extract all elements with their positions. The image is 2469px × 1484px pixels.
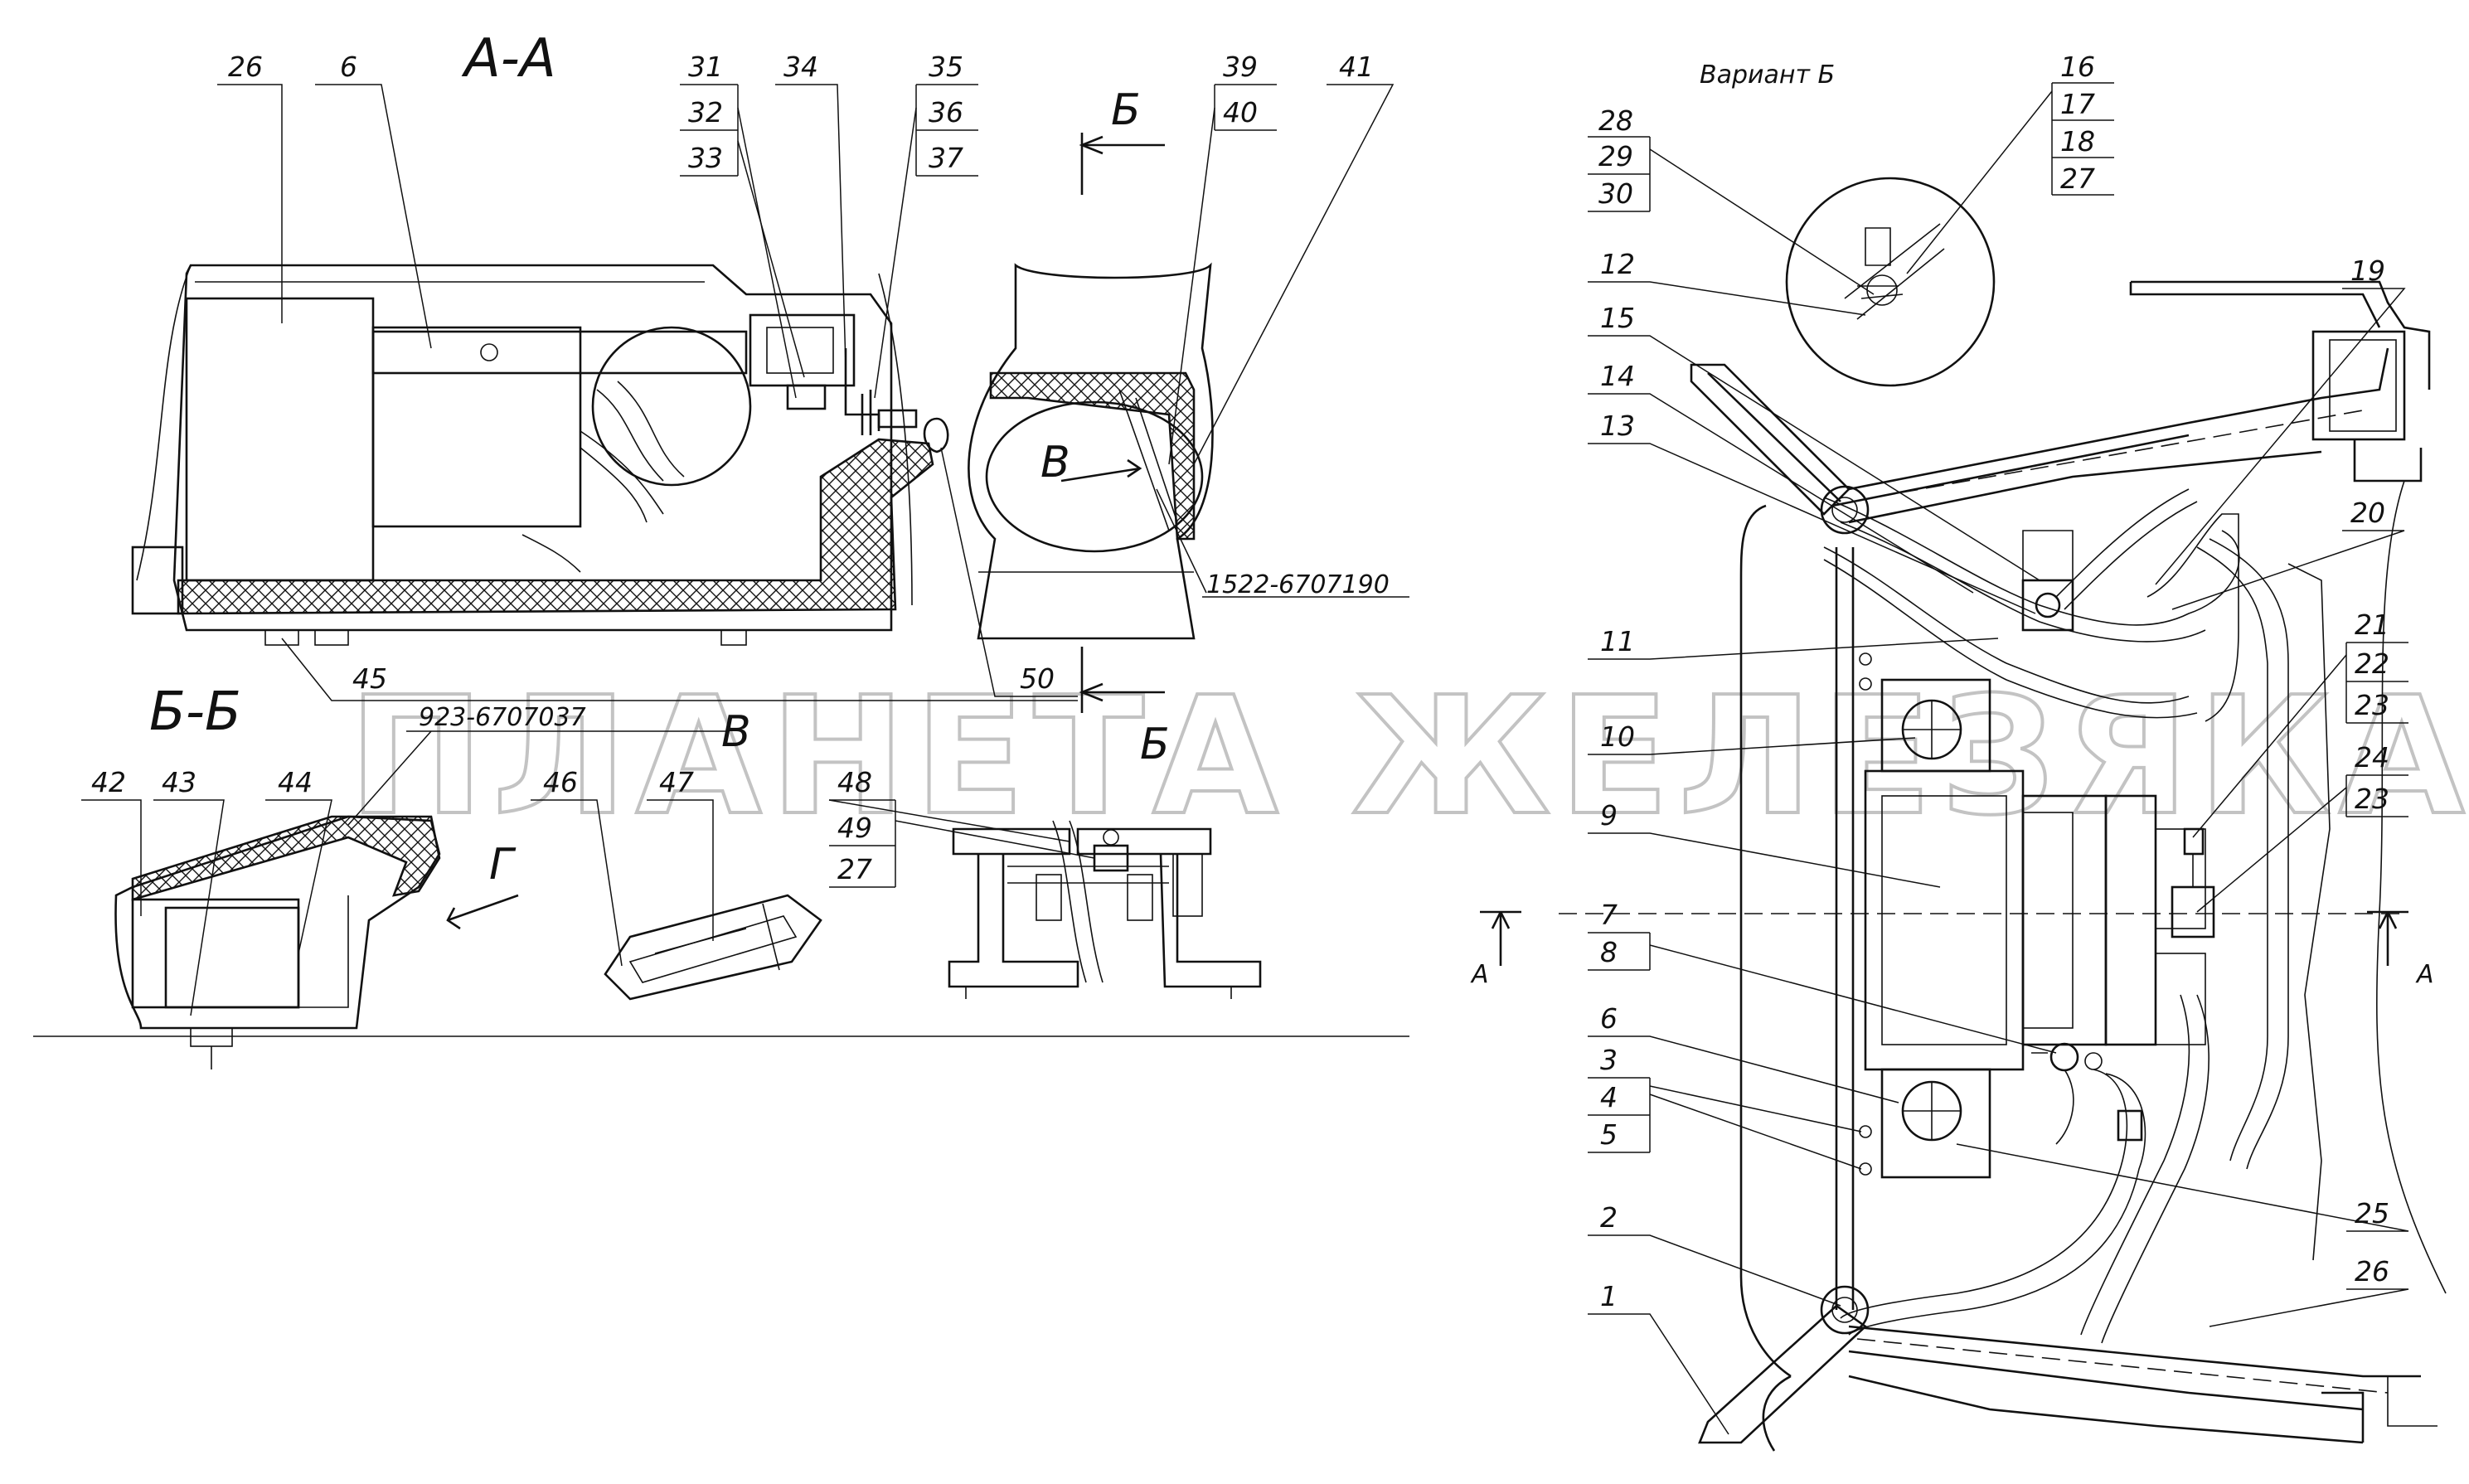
label-15: 15 [1600,302,1635,334]
view-v-title: В [721,707,751,757]
callout-labels: 26 6 31 32 33 34 35 36 37 39 40 41 45 92… [81,51,2409,1435]
label-10: 10 [1600,720,1635,753]
label-49: 49 [837,812,872,844]
label-33: 33 [688,142,723,174]
label-32: 32 [688,96,723,129]
label-46: 46 [543,766,578,798]
label-11: 11 [1600,625,1635,657]
cut-b-bottom-letter: Б [1140,720,1170,769]
label-23-a: 23 [2355,689,2389,721]
label-17: 17 [2060,88,2095,120]
section-bb-title: Б-Б [149,681,241,743]
label-7: 7 [1600,899,1618,931]
view-b-letter: В [1040,438,1070,487]
section-a-right-mark: А [2415,960,2434,989]
section-a-left-mark: А [1470,960,1489,989]
label-9: 9 [1600,799,1618,832]
label-2: 2 [1600,1201,1618,1234]
label-48: 48 [837,766,872,798]
label-6-right: 6 [1600,1002,1618,1035]
section-aa-view: А-А [131,28,949,646]
view-b-detail: В 1522-6707190 [968,262,1409,640]
label-19: 19 [2350,255,2385,287]
section-cut-b: Б Б [1079,85,1170,769]
part-number-1522: 1522-6707190 [1206,570,1390,599]
label-20: 20 [2350,497,2385,529]
label-1: 1 [1600,1280,1618,1312]
label-26-top: 26 [228,51,263,83]
label-28: 28 [1598,104,1633,137]
label-14: 14 [1600,360,1635,392]
label-5: 5 [1600,1118,1618,1151]
label-24: 24 [2355,741,2389,774]
label-4: 4 [1600,1081,1618,1113]
label-40: 40 [1223,96,1258,129]
label-31: 31 [688,51,723,83]
label-8: 8 [1600,936,1618,968]
label-21: 21 [2355,609,2389,641]
label-13: 13 [1600,410,1635,442]
label-26-right: 26 [2355,1255,2389,1288]
label-29: 29 [1598,140,1633,172]
label-37: 37 [929,142,963,174]
section-aa-title: А-А [461,28,556,90]
view-v-detail: В [604,707,822,1001]
part-number-923: 923-6707037 [419,703,586,732]
label-34: 34 [783,51,818,83]
label-42: 42 [91,766,126,798]
label-3: 3 [1600,1044,1618,1076]
label-35: 35 [929,51,963,83]
label-22: 22 [2355,647,2389,680]
variant-b-title: Вариант Б [1700,61,1835,90]
label-50: 50 [1020,662,1055,695]
plan-view-variant-b: Вариант Б [1470,61,2447,1452]
label-43: 43 [162,766,196,798]
label-30: 30 [1598,177,1633,210]
view-g-letter: Г [489,840,517,890]
label-39: 39 [1223,51,1258,83]
label-6-top: 6 [340,51,357,83]
label-44: 44 [278,766,313,798]
watermark: ПЛАНЕТА ЖЕЛЕЗЯКА [348,662,2469,851]
label-16: 16 [2060,51,2095,83]
label-12: 12 [1600,248,1635,280]
cut-b-top-letter: Б [1111,85,1141,135]
label-23-b: 23 [2355,783,2389,815]
label-18: 18 [2060,125,2095,158]
label-27-left: 27 [837,853,872,885]
label-36: 36 [929,96,963,129]
label-27-right: 27 [2060,162,2095,195]
label-45: 45 [352,662,387,695]
label-47: 47 [659,766,694,798]
label-41: 41 [1339,51,1374,83]
